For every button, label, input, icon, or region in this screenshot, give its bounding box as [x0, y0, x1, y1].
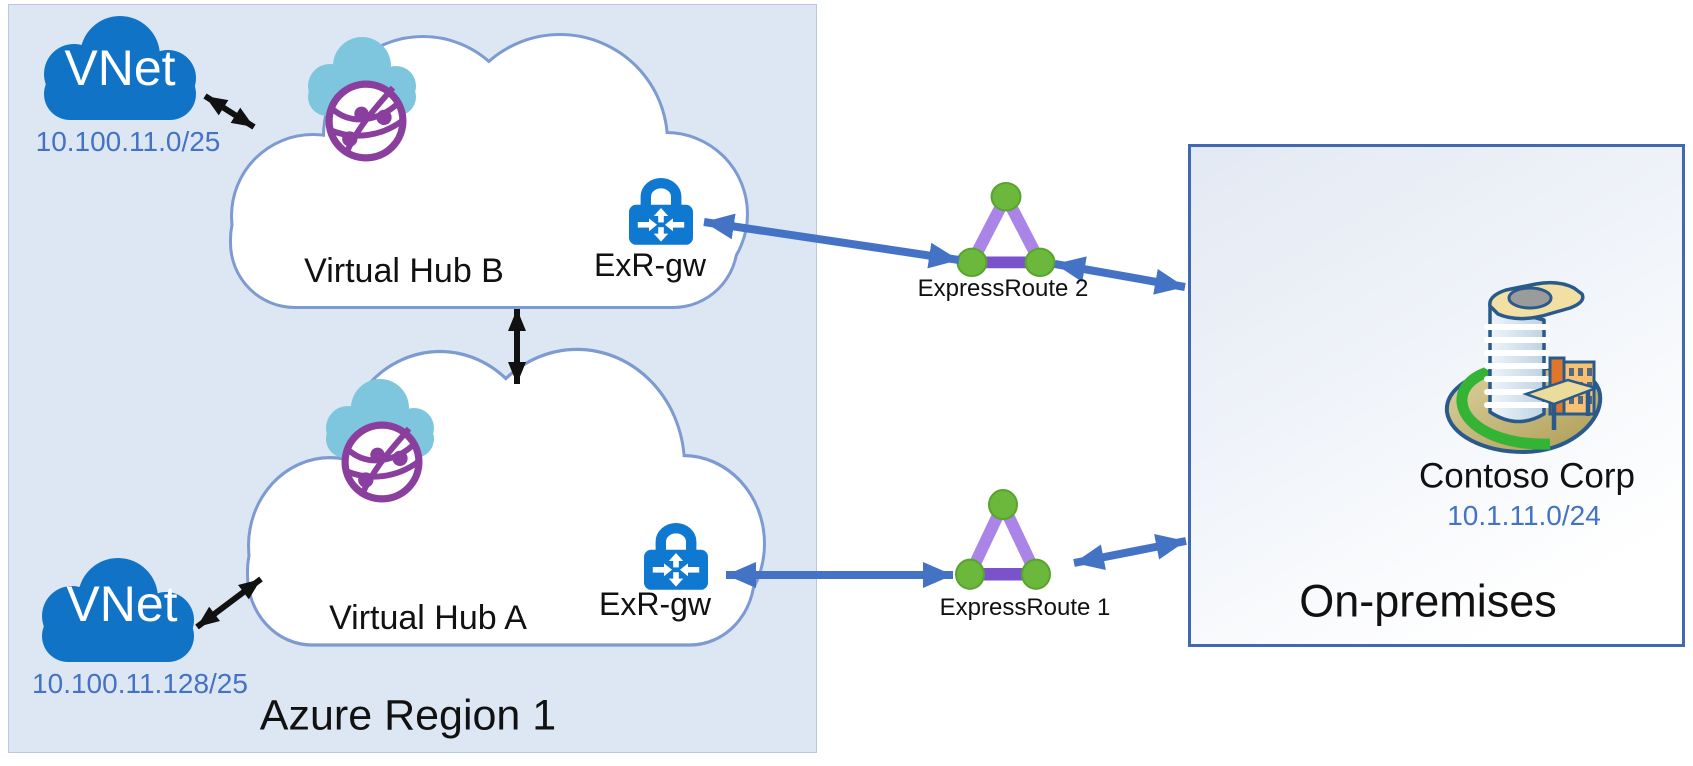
vnet-bottom-label: VNet: [66, 576, 178, 632]
expressroute-gateway-icon-hub-b: [629, 178, 693, 245]
azure-region-label: Azure Region 1: [259, 691, 557, 740]
expressroute-2-label: ExpressRoute 2: [917, 275, 1089, 302]
hub-a-globe-network-icon: [341, 421, 423, 503]
vnet-bottom-ip: 10.100.11.128/25: [32, 668, 248, 699]
arrow-er1-onprem: [1073, 534, 1187, 570]
onprem-ip: 10.1.11.0/24: [1447, 500, 1601, 531]
expressroute-1-label: ExpressRoute 1: [939, 594, 1111, 621]
hub-a-label: Virtual Hub A: [329, 599, 527, 637]
expressroute-circuit-icon-1: [955, 489, 1051, 590]
hub-b-globe-network-icon: [325, 80, 407, 162]
vnet-top-ip: 10.100.11.0/25: [35, 126, 221, 157]
expressroute-circuit-icon-2: [956, 182, 1056, 278]
expressroute-gateway-icon-hub-a: [644, 523, 708, 590]
on-premises-box: [1188, 144, 1685, 647]
office-building-icon: [1444, 280, 1603, 455]
on-premises-label: On-premises: [1299, 575, 1557, 627]
hub-a-gateway-label: ExR-gw: [598, 586, 712, 622]
hub-b-gateway-label: ExR-gw: [593, 247, 707, 283]
hub-b-label: Virtual Hub B: [304, 252, 504, 290]
company-label: Contoso Corp: [1419, 456, 1635, 496]
vnet-top-label: VNet: [64, 40, 176, 96]
